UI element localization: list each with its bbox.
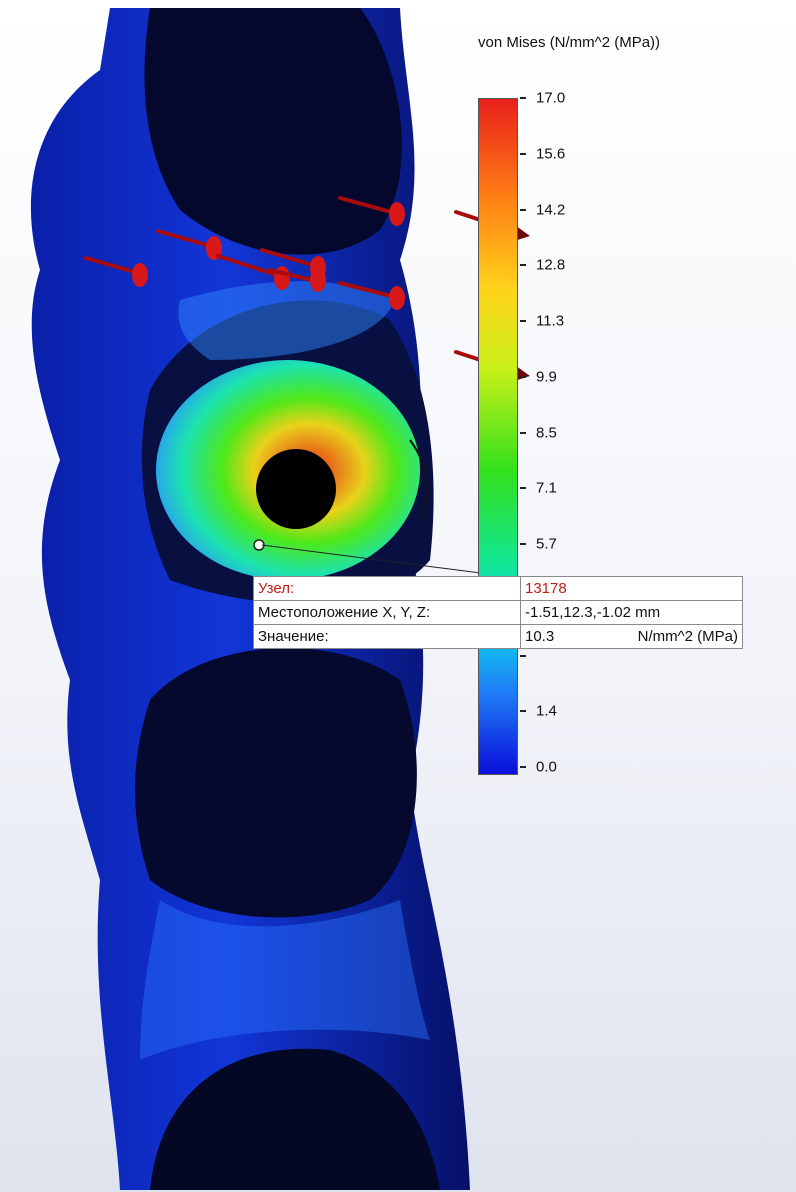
cut-face-lower (135, 647, 417, 918)
probe-value: 13178 (520, 576, 743, 601)
colorbar-tick-label: 5.7 (536, 535, 557, 553)
colorbar-tick-label: 15.6 (536, 145, 566, 163)
colorbar-tick-label: 1.4 (536, 702, 557, 720)
probe-label: Местоположение X, Y, Z: (253, 600, 521, 625)
colorbar-tick (520, 710, 526, 713)
probe-row: Узел: 13178 (253, 576, 743, 601)
legend-title: von Mises (N/mm^2 (MPa)) (478, 34, 661, 51)
colorbar-tick-label: 11.3 (536, 312, 565, 330)
colorbar-tick-label: 8.5 (536, 424, 557, 441)
bore-edge (409, 439, 429, 521)
probe-row: Значение: 10.3 N/mm^2 (MPa) (253, 624, 743, 649)
probe-leader (261, 544, 521, 579)
colorbar-tick-label: 9.9 (536, 368, 557, 386)
colorbar-tick-label: 14.2 (536, 201, 566, 218)
colorbar-tick (520, 320, 526, 322)
colorbar-tick (520, 152, 526, 155)
model-highlight (140, 900, 430, 1060)
model-highlight-upper (178, 281, 395, 360)
probe-result-table: Узел: 13178 Местоположение X, Y, Z: -1.5… (253, 576, 743, 649)
probe-row: Местоположение X, Y, Z: -1.51,12.3,-1.02… (253, 600, 743, 625)
colorbar-tick (520, 375, 526, 378)
colorbar-tick-label: 7.1 (536, 479, 557, 497)
cut-face-bottom (150, 1048, 440, 1190)
probe-value: 10.3 (525, 628, 555, 645)
colorbar-tick-label: 12.8 (536, 256, 566, 274)
colorbar-tick (520, 543, 526, 545)
probe-value-cell: 10.3 N/mm^2 (MPa) (520, 624, 743, 649)
bore-hole (256, 449, 336, 529)
probe-label: Узел: (253, 576, 521, 601)
colorbar-tick (520, 208, 526, 211)
stress-colorbar (478, 98, 518, 775)
probe-label: Значение: (253, 624, 521, 649)
probe-unit: N/mm^2 (MPa) (637, 628, 738, 645)
colorbar-tick (520, 487, 526, 490)
probe-value: -1.51,12.3,-1.02 mm (520, 600, 743, 625)
colorbar-tick-label: 17.0 (536, 89, 566, 107)
colorbar-tick (520, 654, 526, 657)
colorbar-tick-label: 0.0 (536, 758, 557, 776)
colorbar-tick (520, 766, 526, 768)
colorbar-tick (520, 97, 526, 99)
colorbar-tick (520, 431, 526, 434)
cut-face-top (144, 8, 402, 255)
colorbar-tick (520, 264, 526, 267)
